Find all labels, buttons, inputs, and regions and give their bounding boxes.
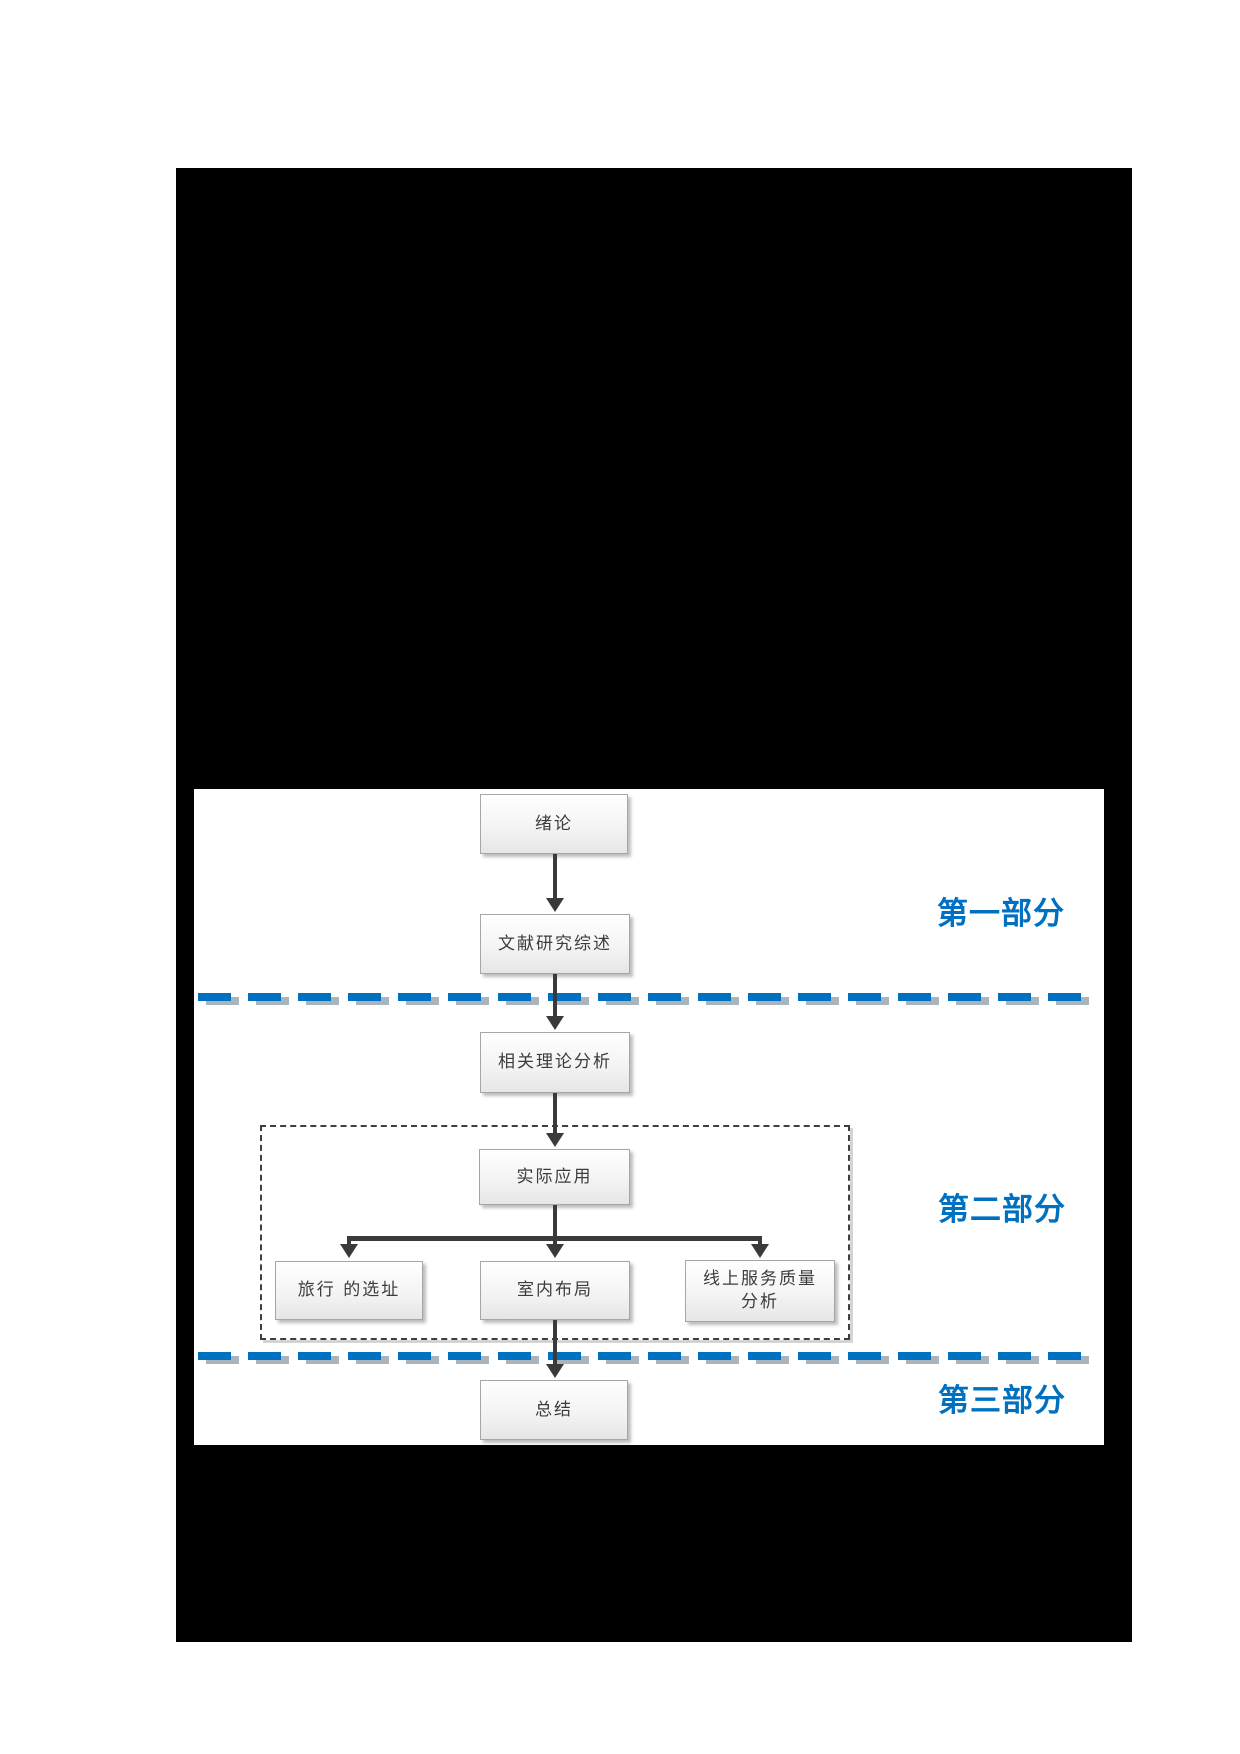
flowchart-node-summary: 总结 [480,1380,628,1440]
flowchart-panel: 绪论 文献研究综述 相关理论分析 实际应用 旅行 的选址 室内布局 线上服务质量… [194,789,1104,1445]
section-divider-1-shadow [206,997,1100,1005]
arrow-application-to-layout-head [546,1244,564,1258]
flowchart-node-literature-review: 文献研究综述 [480,914,630,974]
arrow-branch-left-head [340,1244,358,1258]
arrow-theory-to-application-head [546,1133,564,1147]
arrow-branch-right-stem [758,1239,762,1245]
arrow-intro-to-literature-head [546,898,564,912]
section-label-part2: 第二部分 [938,1192,1066,1228]
flowchart-node-online-service-quality: 线上服务质量 分析 [685,1260,835,1322]
branch-horizontal-bar [347,1236,762,1241]
arrow-literature-to-theory-stem [553,974,557,1016]
flowchart-node-practical-application: 实际应用 [479,1149,630,1205]
arrow-application-to-layout-stem [553,1205,557,1244]
section-divider-1 [198,993,1092,1001]
arrow-branch-left-stem [347,1239,351,1245]
arrow-theory-to-application-stem [553,1093,557,1133]
arrow-literature-to-theory-head [546,1016,564,1030]
flowchart-node-travel-site-selection: 旅行 的选址 [275,1261,423,1320]
flowchart-node-interior-layout: 室内布局 [480,1261,630,1320]
section-divider-2 [198,1352,1092,1360]
arrow-intro-to-literature-stem [553,854,557,898]
arrow-layout-to-summary-head [546,1364,564,1378]
flowchart-node-intro: 绪论 [480,794,628,854]
section-label-part1: 第一部分 [937,896,1065,932]
arrow-branch-right-head [751,1244,769,1258]
arrow-layout-to-summary-stem [553,1320,557,1364]
section-divider-2-shadow [206,1356,1100,1364]
section-label-part3: 第三部分 [938,1383,1066,1419]
flowchart-node-theory-analysis: 相关理论分析 [480,1032,630,1093]
